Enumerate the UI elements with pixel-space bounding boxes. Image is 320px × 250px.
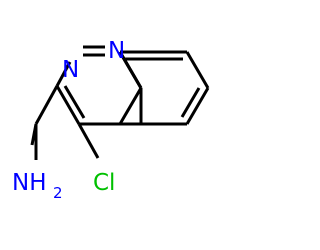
atom-labels: N N NH 2 Cl xyxy=(12,38,125,202)
bond-layer xyxy=(30,45,210,160)
bond-c7-c6-double xyxy=(180,87,201,118)
nitrogen-top-label: N xyxy=(108,38,125,64)
amine-label: NH xyxy=(12,170,47,196)
nitrogen-left-label: N xyxy=(62,57,79,83)
bond-c3-c4-double xyxy=(63,85,86,119)
molecule-structure: N N NH 2 Cl xyxy=(12,38,210,202)
bond-c8-c7 xyxy=(118,51,143,89)
amine-subscript: 2 xyxy=(53,184,63,202)
chlorine-label: Cl xyxy=(93,170,115,196)
bond-n2-c3 xyxy=(55,61,72,87)
bond-c4a-c8a xyxy=(118,87,143,125)
bond-c3-ch2 xyxy=(34,85,59,125)
bond-c4-cl xyxy=(77,123,100,159)
bond-c7-c6 xyxy=(185,87,210,125)
bond-c8b-c7 xyxy=(185,51,210,89)
bond-ch2-n-link xyxy=(30,123,38,146)
bond-c3-c4 xyxy=(55,85,81,125)
